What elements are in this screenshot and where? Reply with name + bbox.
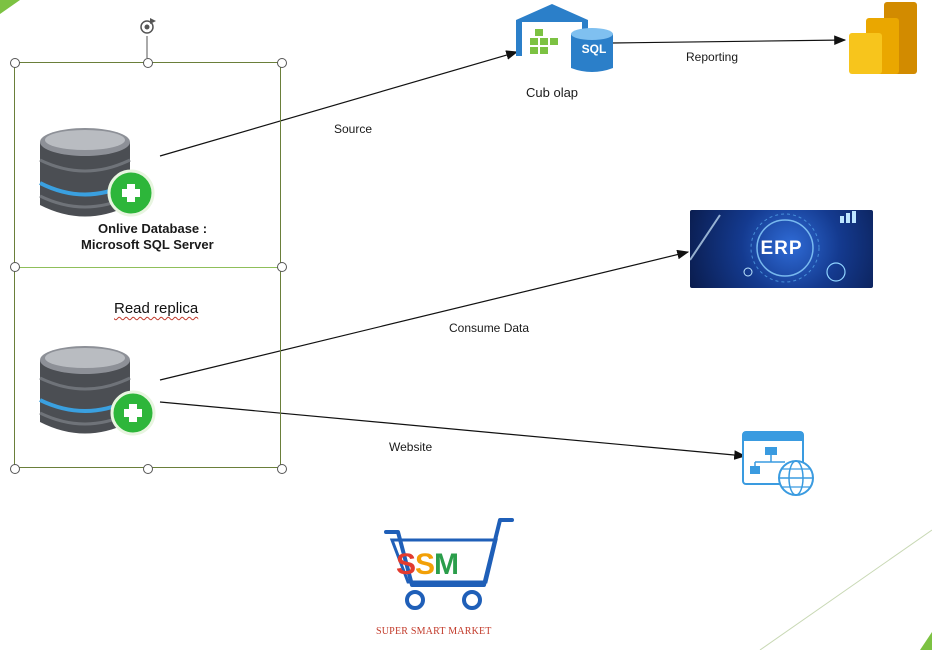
resize-handle-top-right[interactable] [277, 58, 287, 68]
arrow-website [159, 401, 747, 460]
olap-label: Cub olap [526, 85, 579, 100]
erp-icon [690, 211, 856, 283]
primary-db-label-line1: Onlive Database : [98, 221, 208, 236]
logo-letter-s2: S [415, 548, 435, 581]
primary-db-label-line2: Microsoft SQL Server [81, 237, 214, 252]
erp-image: ERP [690, 210, 873, 288]
arrow-label-reporting: Reporting [686, 50, 739, 64]
resize-handle-bottom-right[interactable] [277, 464, 287, 474]
ssm-logo-text: SSM [396, 548, 459, 582]
resize-handle-bottom-left[interactable] [10, 464, 20, 474]
replica-label: Read replica [114, 300, 199, 317]
arrow-reporting [611, 35, 847, 45]
bottom-right-accent [920, 632, 932, 650]
ssm-caption: SUPER SMART MARKET [376, 626, 492, 637]
resize-handle-top-left[interactable] [10, 58, 20, 68]
arrow-label-website: Website [389, 440, 433, 454]
resize-handle-right[interactable] [277, 262, 287, 272]
resize-handle-left[interactable] [10, 262, 20, 272]
top-left-accent [0, 0, 20, 14]
arrow-consume-data [159, 249, 690, 381]
logo-letter-s1: S [396, 548, 416, 581]
olap-sql-badge: SQL [581, 42, 607, 56]
erp-label: ERP [760, 238, 803, 259]
arrow-source [159, 50, 519, 157]
logo-letter-m: M [434, 548, 459, 581]
arrow-label-consume-data: Consume Data [449, 321, 530, 335]
resize-handle-bottom[interactable] [143, 464, 153, 474]
resize-handle-top[interactable] [143, 58, 153, 68]
arrow-label-source: Source [334, 122, 373, 136]
frame-divider [14, 267, 281, 268]
corner-line [759, 529, 932, 650]
selection-frame[interactable] [14, 62, 281, 468]
